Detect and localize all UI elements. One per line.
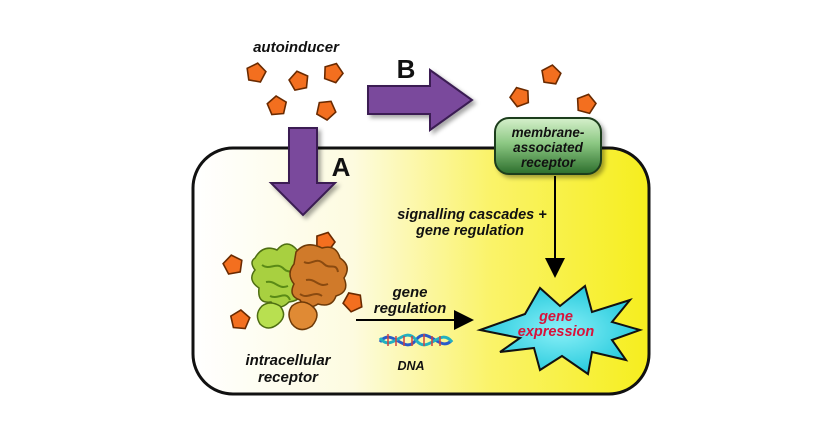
autoinducer-label: autoinducer bbox=[253, 39, 340, 56]
gene-regulation-label-line2: regulation bbox=[374, 300, 447, 317]
autoinducer-molecule-icon bbox=[541, 64, 562, 85]
protein-structure-icon bbox=[251, 243, 348, 331]
autoinducer-molecule-icon bbox=[576, 93, 597, 115]
gene-expression-label-line2: expression bbox=[518, 324, 595, 340]
autoinducer-molecule-icon bbox=[246, 62, 267, 83]
gene-expression-starburst-icon bbox=[476, 284, 644, 376]
pathway-b-label: B bbox=[397, 54, 416, 84]
autoinducer-molecule-icon bbox=[222, 254, 243, 275]
dna-label: DNA bbox=[397, 359, 424, 373]
autoinducer-molecule-icon bbox=[288, 70, 309, 92]
intracellular-receptor-label-line1: intracellular bbox=[245, 352, 331, 369]
gene-regulation-label-line1: gene bbox=[391, 284, 427, 301]
membrane-receptor-label-line1: membrane- bbox=[512, 125, 585, 140]
signalling-label-line2: gene regulation bbox=[415, 223, 524, 239]
autoinducer-molecule-icon bbox=[266, 95, 288, 116]
pathway-a-arrow bbox=[268, 127, 338, 217]
dna-helix-icon bbox=[378, 333, 454, 347]
autoinducer-molecule-icon bbox=[315, 100, 337, 121]
autoinducer-molecule-icon bbox=[509, 86, 530, 108]
intracellular-receptor-label-line2: receptor bbox=[258, 369, 319, 386]
signalling-label-line1: signalling cascades + bbox=[397, 207, 547, 223]
pathway-b-arrow bbox=[367, 68, 474, 132]
membrane-receptor-label-line3: receptor bbox=[521, 155, 576, 170]
gene-expression-label-line1: gene bbox=[538, 309, 573, 325]
autoinducer-molecule-icon bbox=[323, 62, 344, 84]
membrane-receptor-box bbox=[494, 117, 602, 175]
autoinducer-molecule-icon bbox=[342, 292, 363, 313]
pathway-a-label: A bbox=[332, 152, 351, 182]
autoinducer-molecule-icon bbox=[229, 309, 251, 330]
membrane-receptor-label-line2: associated bbox=[513, 140, 584, 155]
